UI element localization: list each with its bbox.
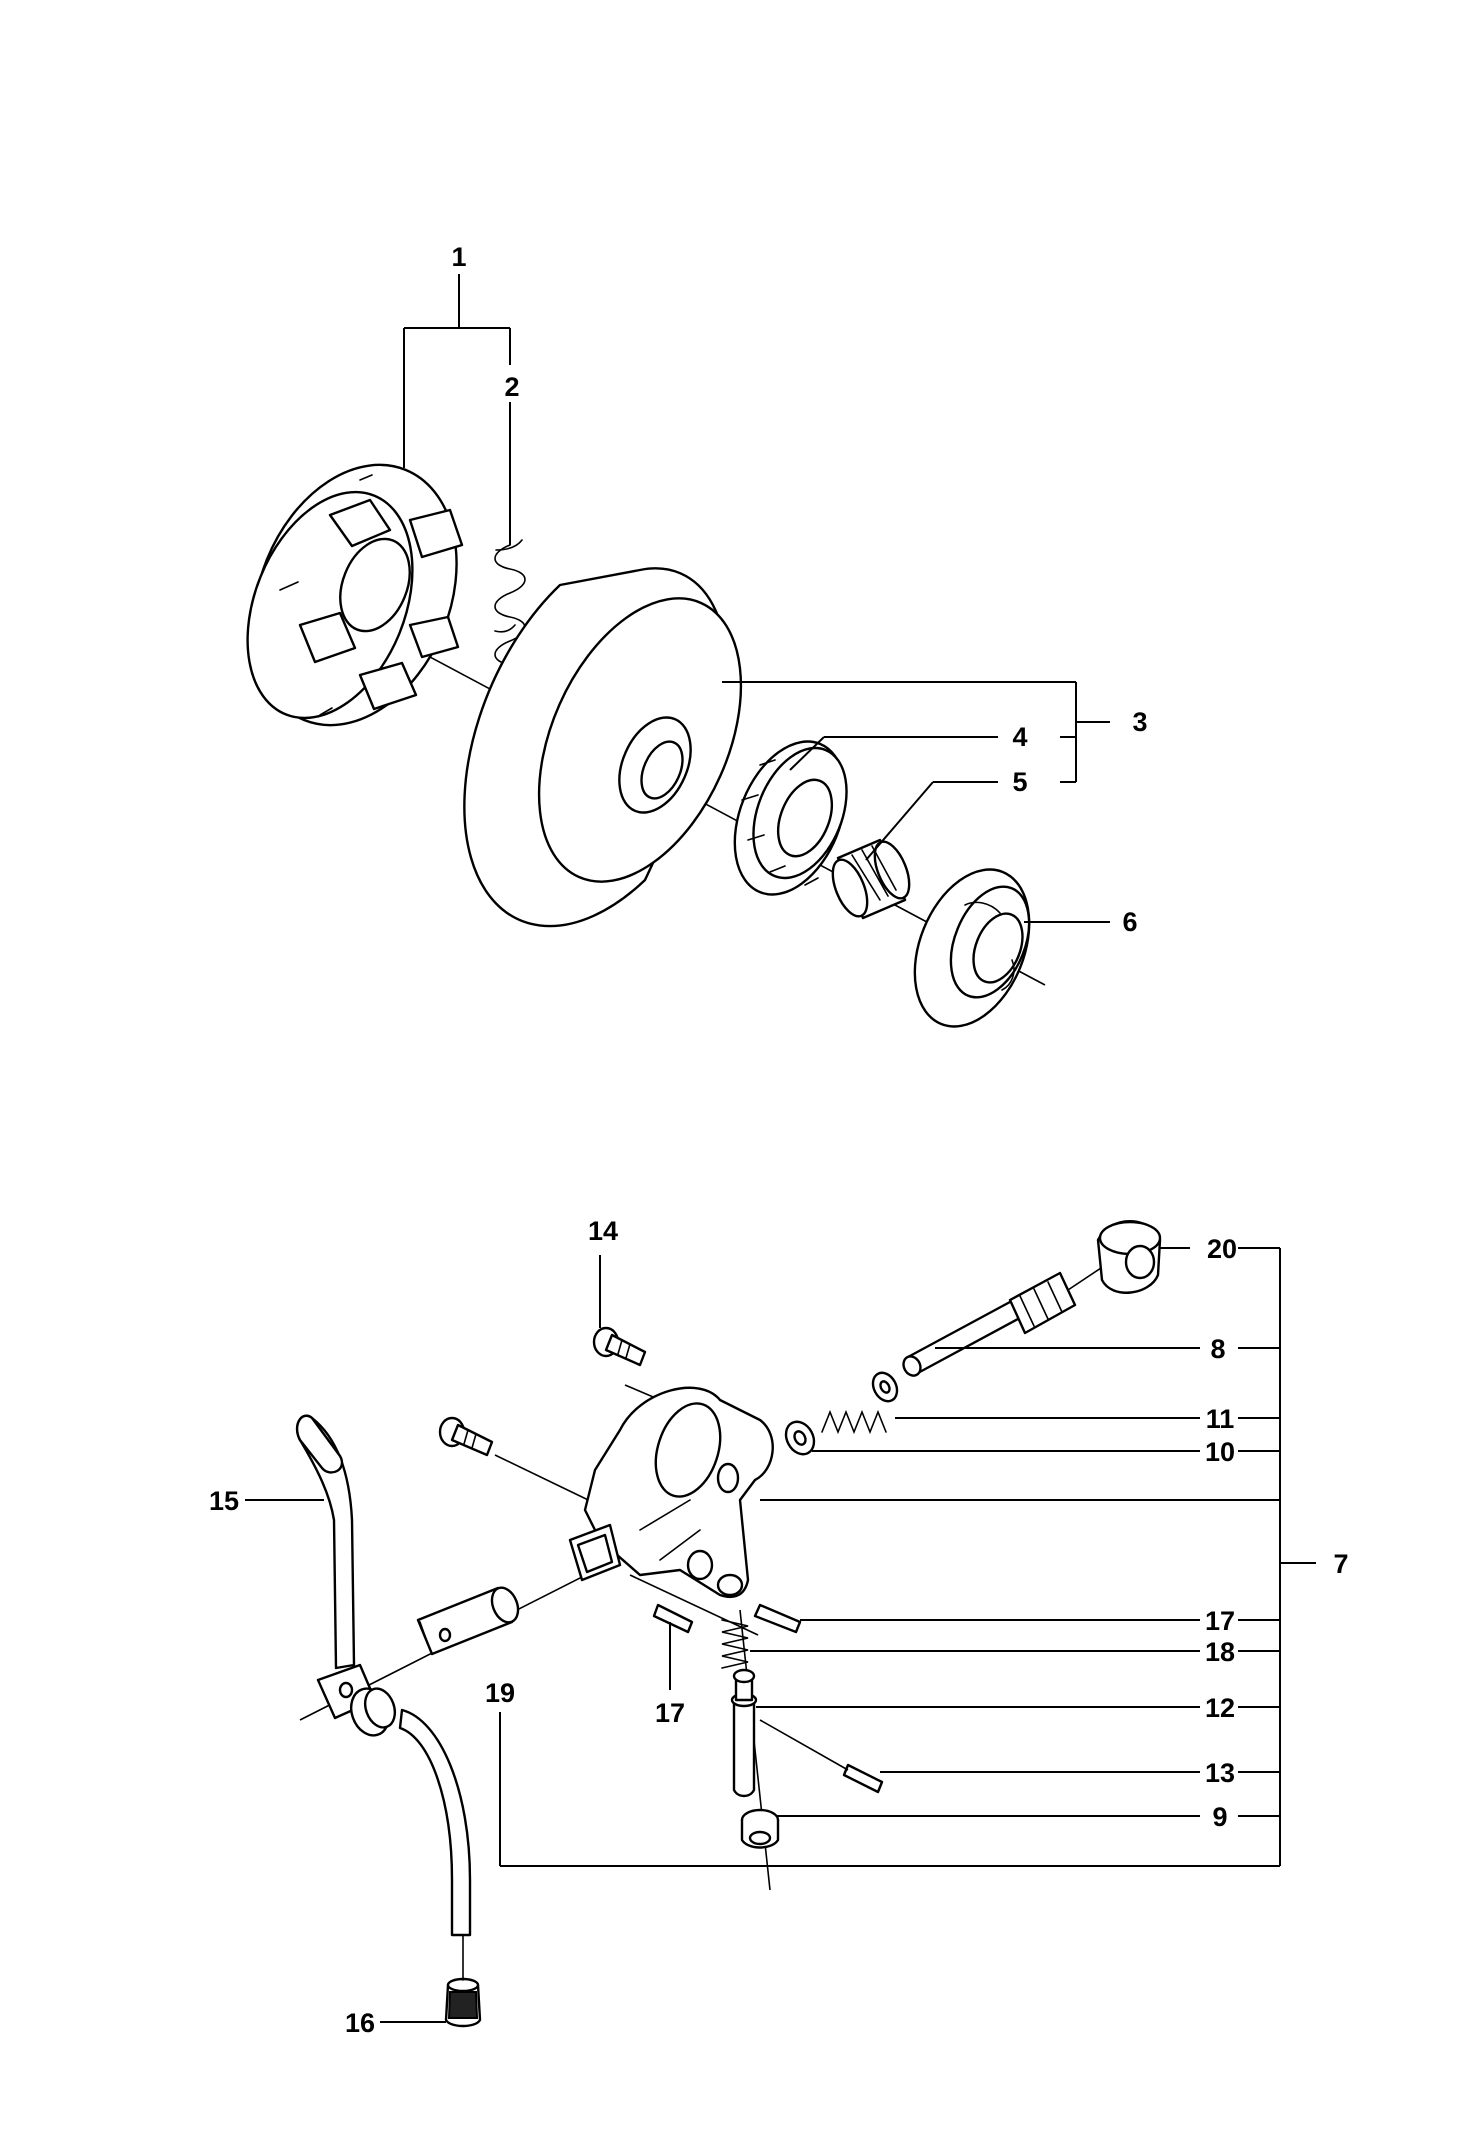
- part-oil-hose[interactable]: [398, 1708, 472, 1937]
- callout-18: 18: [1205, 1637, 1235, 1667]
- part-spring-18[interactable]: [721, 1619, 749, 1669]
- part-adjuster-block[interactable]: [568, 1523, 622, 1582]
- part-oil-filter[interactable]: [444, 1934, 482, 2028]
- part-screw-14[interactable]: [592, 1326, 647, 1367]
- part-washer[interactable]: [893, 852, 1051, 1043]
- callout-20: 20: [1207, 1234, 1237, 1264]
- part-washer-10[interactable]: [781, 1417, 820, 1459]
- callout-5: 5: [1012, 767, 1027, 797]
- part-pin-17a[interactable]: [753, 1603, 802, 1634]
- part-suction-tube[interactable]: [295, 1414, 356, 1670]
- callout-7: 7: [1333, 1549, 1348, 1579]
- part-hose-connector[interactable]: [316, 1663, 400, 1741]
- callout-11: 11: [1206, 1404, 1235, 1434]
- callout-12: 12: [1205, 1693, 1235, 1723]
- clutch-leader-lines: [403, 274, 1110, 923]
- part-pump-housing[interactable]: [583, 1386, 774, 1599]
- callout-1: 1: [451, 242, 466, 272]
- part-worm-gear[interactable]: [1096, 1220, 1162, 1294]
- callout-10: 10: [1205, 1437, 1235, 1467]
- callout-6: 6: [1122, 907, 1137, 937]
- clutch-assembly: 1 2 3 4 5 6: [216, 242, 1148, 1043]
- oil-pump-assembly: 14 20 8 11 10 7 15 17 18 19 17 12 13 9 1…: [209, 1216, 1349, 2038]
- callout-15: 15: [209, 1486, 239, 1516]
- callout-19: 19: [485, 1678, 515, 1708]
- callout-2: 2: [504, 372, 519, 402]
- part-clutch-drum[interactable]: [445, 549, 782, 941]
- callout-13: 13: [1205, 1758, 1235, 1788]
- callout-17a: 17: [1205, 1606, 1235, 1636]
- callout-9: 9: [1212, 1802, 1227, 1832]
- part-pump-shaft[interactable]: [900, 1261, 1111, 1379]
- part-pump-outlet[interactable]: [416, 1584, 523, 1656]
- callout-14: 14: [588, 1216, 618, 1246]
- part-needle-bearing[interactable]: [826, 837, 916, 921]
- part-screw-14b[interactable]: [438, 1416, 494, 1457]
- part-washer-11[interactable]: [868, 1369, 902, 1406]
- callout-8: 8: [1210, 1334, 1225, 1364]
- part-rim-sprocket[interactable]: [714, 725, 867, 911]
- part-pump-piston[interactable]: [730, 1668, 758, 1798]
- part-seal[interactable]: [740, 1808, 780, 1849]
- callout-4: 4: [1012, 722, 1027, 752]
- part-clutch-shoes[interactable]: [216, 434, 493, 756]
- part-spring-pump[interactable]: [821, 1409, 887, 1435]
- part-pin-13[interactable]: [759, 1719, 884, 1794]
- pump-leader-lines: [245, 1247, 1316, 2023]
- callout-16: 16: [345, 2008, 375, 2038]
- callout-3: 3: [1132, 707, 1147, 737]
- part-pin-17b[interactable]: [652, 1603, 694, 1634]
- callout-17b: 17: [655, 1698, 685, 1728]
